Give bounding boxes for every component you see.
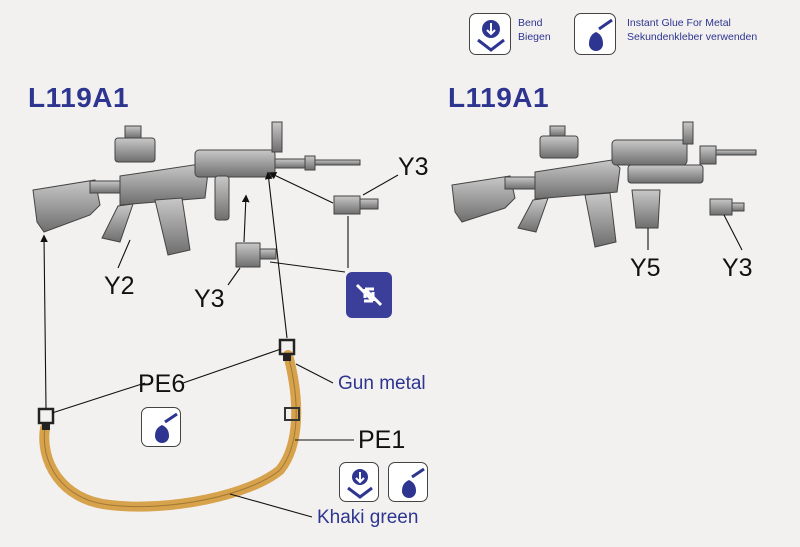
label-pe6: PE6: [138, 370, 186, 398]
legend-glue-de: Sekundenkleber verwenden: [627, 31, 758, 43]
bend-icon: [477, 20, 505, 52]
label-khaki-green: Khaki green: [317, 507, 419, 528]
part-y3-lower-shape: [235, 242, 277, 268]
legend-bend-icon-box: [469, 13, 511, 55]
legend-glue-text: Instant Glue For Metal Sekundenkleber ve…: [627, 16, 757, 44]
pe6-clip-right: [278, 338, 296, 361]
label-y5: Y5: [630, 254, 661, 282]
label-pe1: PE1: [358, 426, 406, 454]
label-gun-metal: Gun metal: [338, 373, 426, 394]
right-diagram-title: L119A1: [448, 82, 550, 113]
glue-icon: [155, 412, 178, 443]
bend-instruction-icon: [346, 272, 392, 318]
label-y3-lower: Y3: [194, 285, 225, 313]
label-y2: Y2: [104, 272, 135, 300]
right-rifle: [451, 121, 757, 248]
pe6-clip-left: [37, 407, 55, 430]
bend-icon: [347, 469, 373, 499]
glue-icon: [589, 18, 613, 51]
label-y3-upper: Y3: [398, 153, 429, 181]
label-y3-right: Y3: [722, 254, 753, 282]
legend-bend-de: Biegen: [518, 31, 551, 43]
left-diagram-title: L119A1: [28, 82, 130, 113]
pe6-glue-icon-box: [141, 407, 181, 447]
legend-glue-icon-box: [574, 13, 616, 55]
left-rifle: [32, 121, 361, 256]
pe1-glue-icon-box: [388, 462, 428, 502]
pe1-bend-icon-box: [339, 462, 379, 502]
part-y3-upper-shape: [333, 195, 379, 215]
legend-bend-en: Bend: [518, 17, 543, 29]
twist-arrows-icon: [355, 283, 383, 307]
legend-bend-text: Bend Biegen: [518, 16, 551, 44]
sling-buckle: [284, 407, 300, 421]
assembly-arrows: [40, 171, 743, 518]
glue-icon: [402, 467, 425, 498]
legend-glue-en: Instant Glue For Metal: [627, 17, 731, 29]
